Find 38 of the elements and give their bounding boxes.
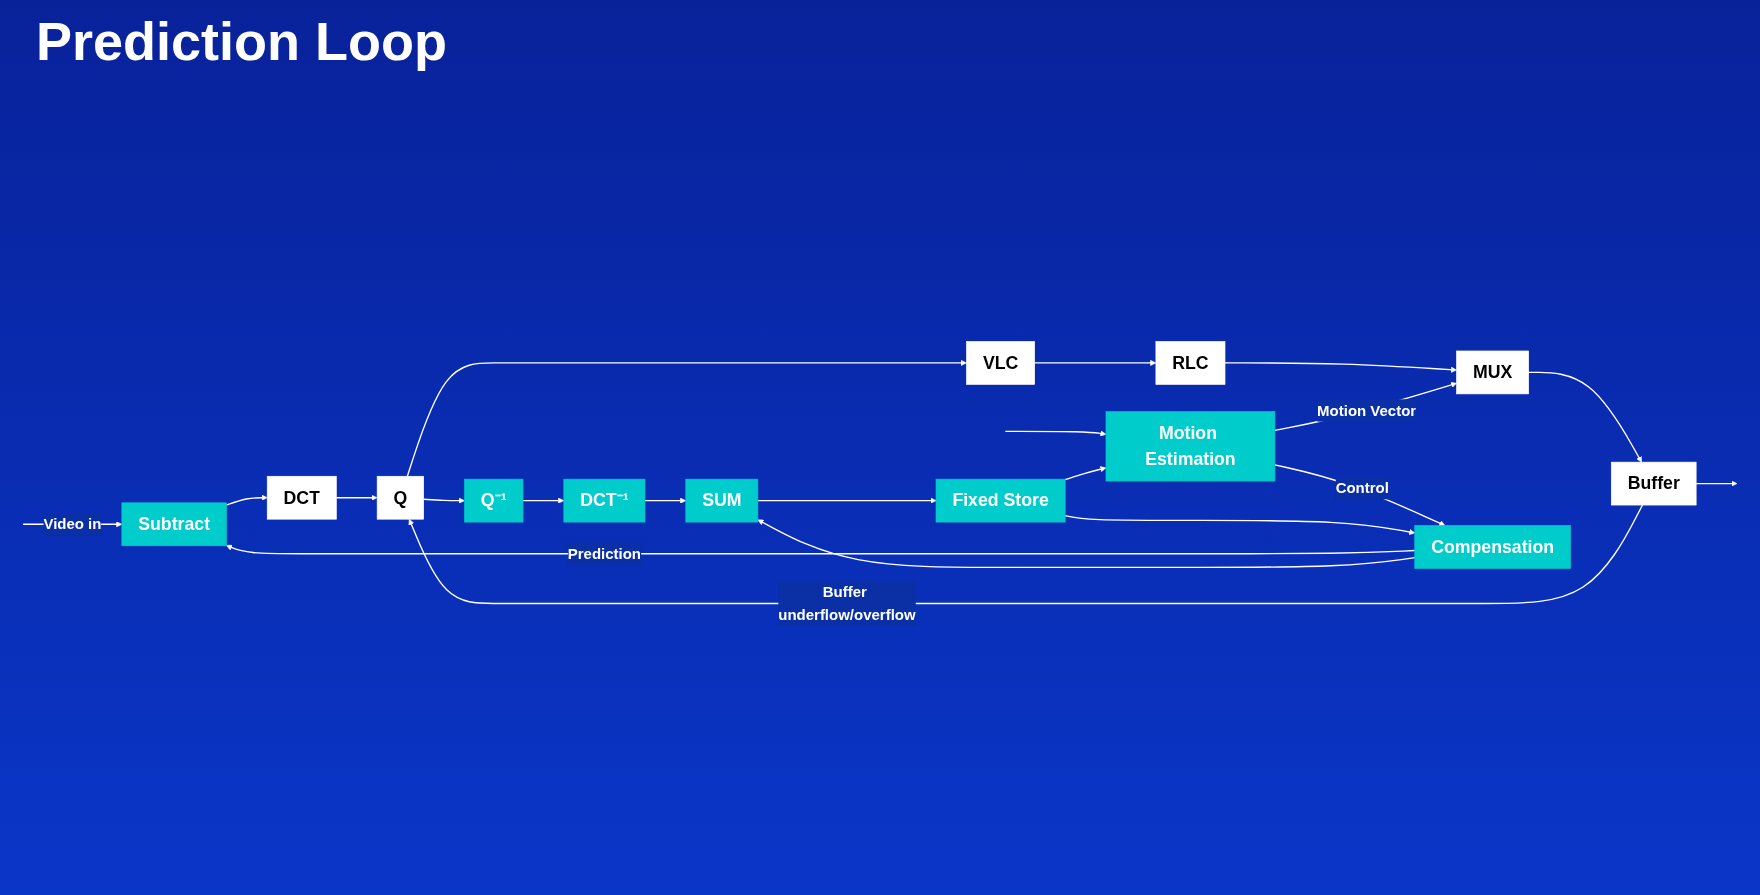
arrow: [757, 497, 937, 504]
arrow: [1695, 480, 1738, 487]
arrow: [1224, 362, 1457, 373]
edge-label: Buffer underflow/overflow: [778, 583, 916, 624]
node-box: RLC: [1155, 340, 1226, 385]
node-box: DCT: [266, 475, 337, 520]
diagram-title: Prediction Loop: [36, 10, 448, 72]
edge-label: Prediction: [567, 545, 642, 563]
edge-label: Video in: [43, 515, 102, 533]
arrow: [1004, 430, 1107, 437]
arrow: [1274, 381, 1457, 431]
edge-label: Motion Vector: [1317, 401, 1417, 419]
node-box: SUM: [685, 478, 759, 523]
arrow: [1033, 359, 1157, 366]
node-box: Fixed Store: [935, 478, 1066, 523]
arrow: [406, 359, 967, 477]
node-box: DCT⁻¹: [563, 478, 646, 523]
arrow: [408, 504, 1644, 604]
arrow: [335, 494, 378, 501]
arrow: [522, 497, 565, 504]
node-box: Motion Estimation: [1105, 411, 1276, 482]
arrow: [1064, 466, 1107, 481]
arrow: [226, 544, 1416, 555]
node-box: Buffer: [1610, 461, 1697, 506]
arrow: [644, 497, 687, 504]
node-box: Subtract: [121, 502, 227, 546]
arrow: [225, 494, 268, 506]
node-box: Q: [376, 475, 424, 520]
node-box: MUX: [1456, 350, 1529, 395]
node-box: Compensation: [1414, 524, 1571, 569]
node-box: Q⁻¹: [464, 478, 524, 523]
arrow: [1064, 514, 1416, 535]
arrow: [1527, 371, 1642, 463]
arrow: [422, 497, 465, 504]
arrow: [757, 519, 1416, 568]
edge-label: Control: [1335, 479, 1389, 497]
node-box: VLC: [966, 340, 1035, 385]
arrow: [1274, 464, 1446, 526]
